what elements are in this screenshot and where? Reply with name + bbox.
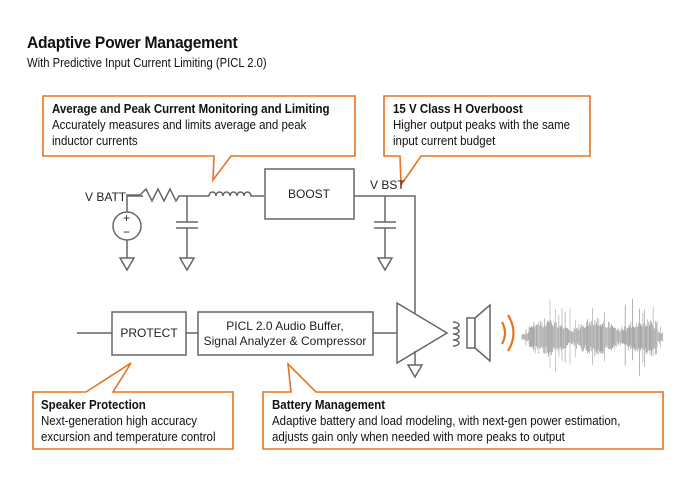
page-subtitle: With Predictive Input Current Limiting (… bbox=[27, 56, 267, 70]
sound-waves-icon bbox=[501, 314, 515, 352]
boost-block bbox=[264, 168, 355, 220]
callout-heading: Speaker Protection bbox=[41, 398, 146, 412]
callout-line: Higher output peaks with the same bbox=[393, 118, 571, 132]
callout-line: input current budget bbox=[393, 134, 496, 148]
ground-symbol bbox=[118, 257, 136, 272]
callout-overboost-box bbox=[383, 95, 591, 188]
callout-line: adjusts gain only when needed with more … bbox=[272, 430, 565, 444]
battery-plus: + bbox=[123, 211, 130, 225]
callout-line: excursion and temperature control bbox=[41, 430, 216, 444]
ground-symbol bbox=[178, 257, 196, 272]
ground-symbol bbox=[376, 257, 394, 272]
callout-heading: 15 V Class H Overboost bbox=[393, 102, 523, 116]
callout-speaker-protection-box bbox=[32, 362, 234, 450]
audio-waveform bbox=[521, 298, 664, 377]
boost-label: BOOST bbox=[288, 187, 331, 201]
vbst-label: V BST bbox=[370, 178, 405, 192]
page-title: Adaptive Power Management bbox=[27, 33, 238, 52]
ground-symbol bbox=[406, 364, 424, 379]
inductor bbox=[208, 191, 264, 197]
protect-label: PROTECT bbox=[120, 326, 178, 340]
callout-battery-management: Battery Management Adaptive battery and … bbox=[272, 397, 620, 445]
callout-heading: Average and Peak Current Monitoring and … bbox=[52, 102, 330, 116]
callout-current-monitoring: Average and Peak Current Monitoring and … bbox=[52, 101, 330, 149]
resistor bbox=[128, 187, 209, 203]
callout-line: Adaptive battery and load modeling, with… bbox=[272, 414, 621, 428]
picl-label-line1: PICL 2.0 Audio Buffer, bbox=[226, 319, 343, 333]
protect-block bbox=[111, 311, 187, 356]
callout-line: inductor currents bbox=[52, 134, 138, 148]
vbatt-label: V BATT bbox=[85, 190, 127, 204]
voice-coil-icon bbox=[452, 321, 460, 347]
callout-current-monitoring-box bbox=[42, 95, 356, 183]
speaker-magnet bbox=[466, 317, 476, 349]
picl-block bbox=[197, 311, 374, 356]
callout-line: Accurately measures and limits average a… bbox=[52, 118, 307, 132]
amplifier bbox=[396, 301, 449, 365]
callout-line: Next-generation high accuracy bbox=[41, 414, 197, 428]
speaker-icon bbox=[474, 303, 491, 363]
picl-label-line2: Signal Analyzer & Compressor bbox=[204, 334, 367, 348]
callout-battery-management-box bbox=[262, 361, 664, 450]
callout-overboost: 15 V Class H Overboost Higher output pea… bbox=[393, 101, 570, 149]
callout-heading: Battery Management bbox=[272, 398, 386, 412]
battery-minus: − bbox=[123, 225, 130, 239]
callout-speaker-protection: Speaker Protection Next-generation high … bbox=[41, 397, 216, 445]
